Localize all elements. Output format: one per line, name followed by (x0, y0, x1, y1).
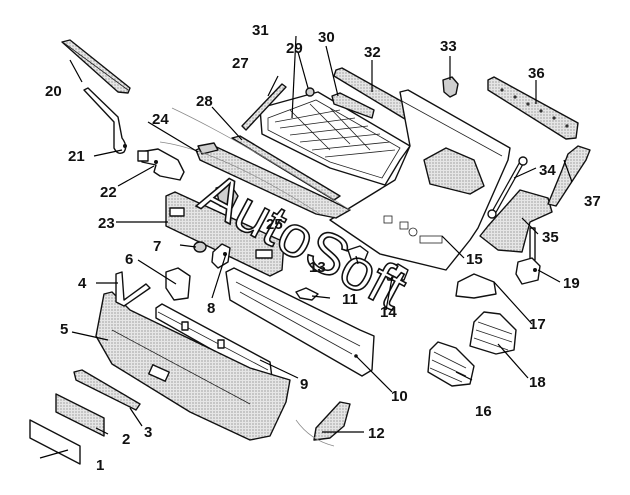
part-1-licence-plate (29, 419, 81, 465)
part-22-wiper-motor (137, 148, 185, 181)
part-33-switch (442, 76, 459, 98)
callout-37: 37 (584, 193, 601, 210)
part-2-plate-backing (55, 393, 105, 437)
callout-7: 7 (153, 238, 161, 255)
callout-30: 30 (318, 29, 335, 46)
part-37-hinge (547, 145, 591, 207)
part-11-clip (295, 287, 319, 301)
part-26-bracket (215, 183, 239, 209)
part-21-wiper-arm (83, 87, 127, 155)
callout-9: 9 (300, 376, 308, 393)
callout-17: 17 (529, 316, 546, 333)
callout-19: 19 (563, 275, 580, 292)
callout-36: 36 (528, 65, 545, 82)
ghost-lines (159, 107, 351, 447)
callout-11: 11 (342, 291, 358, 308)
callout-3: 3 (144, 424, 152, 441)
part-30-stop-lamp (331, 92, 375, 119)
callout-33: 33 (440, 38, 457, 55)
callout-29: 29 (286, 40, 303, 57)
part-25-spoiler (195, 142, 351, 219)
callout-20: 20 (45, 83, 62, 100)
part-23-trim-panel (165, 191, 285, 277)
callout-1: 1 (96, 457, 104, 474)
part-12-bracket-right (313, 401, 351, 441)
callout-32: 32 (364, 44, 381, 61)
callout-22: 22 (100, 184, 117, 201)
part-27-trim-strip (241, 83, 287, 131)
callouts: 1 2 3 4 5 6 7 8 9 10 11 12 13 14 15 16 1… (45, 22, 601, 474)
callout-23: 23 (98, 215, 115, 232)
part-36-roof-rail (487, 76, 579, 140)
part-19-actuator (515, 227, 541, 285)
part-31-rear-window (259, 91, 411, 186)
callout-14: 14 (380, 304, 397, 321)
callout-4: 4 (78, 275, 87, 292)
callout-5: 5 (60, 321, 68, 338)
part-6-bracket (165, 267, 191, 301)
part-34-gas-strut (487, 156, 528, 219)
part-8-lock-cylinder (211, 243, 231, 269)
part-20-wiper-blade (61, 39, 131, 94)
callout-12: 12 (368, 425, 385, 442)
leader-lines (39, 35, 573, 459)
callout-13: 13 (309, 259, 326, 276)
part-10-rear-end-panel (225, 267, 375, 377)
part-15-tailgate (329, 89, 511, 271)
callout-15: 15 (466, 251, 483, 268)
callout-24: 24 (152, 111, 169, 128)
part-3-plate-bracket (73, 369, 141, 411)
part-35-quarter-inner (479, 189, 553, 253)
callout-18: 18 (529, 374, 546, 391)
callout-6: 6 (125, 251, 133, 268)
part-29-washer-nozzle (305, 87, 315, 97)
part-4-bracket-left (115, 271, 151, 307)
callout-21: 21 (68, 148, 85, 165)
part-28-glass-seal (231, 135, 341, 201)
callout-2: 2 (122, 431, 130, 448)
callout-8: 8 (207, 300, 215, 317)
part-5-bumper-cover (95, 291, 291, 441)
part-17-lamp-bracket (455, 273, 497, 299)
callout-35: 35 (542, 229, 559, 246)
callout-34: 34 (539, 162, 556, 179)
part-13-striker (347, 245, 369, 263)
callout-16: 16 (475, 403, 492, 420)
callout-27: 27 (232, 55, 249, 72)
callout-28: 28 (196, 93, 213, 110)
callout-10: 10 (391, 388, 408, 405)
callout-31: 31 (252, 22, 269, 39)
callout-25: 25 (266, 216, 283, 233)
part-14-latch (383, 263, 409, 281)
part-18-tail-lamp-right (469, 311, 517, 355)
part-16-tail-lamp-left (427, 341, 475, 387)
